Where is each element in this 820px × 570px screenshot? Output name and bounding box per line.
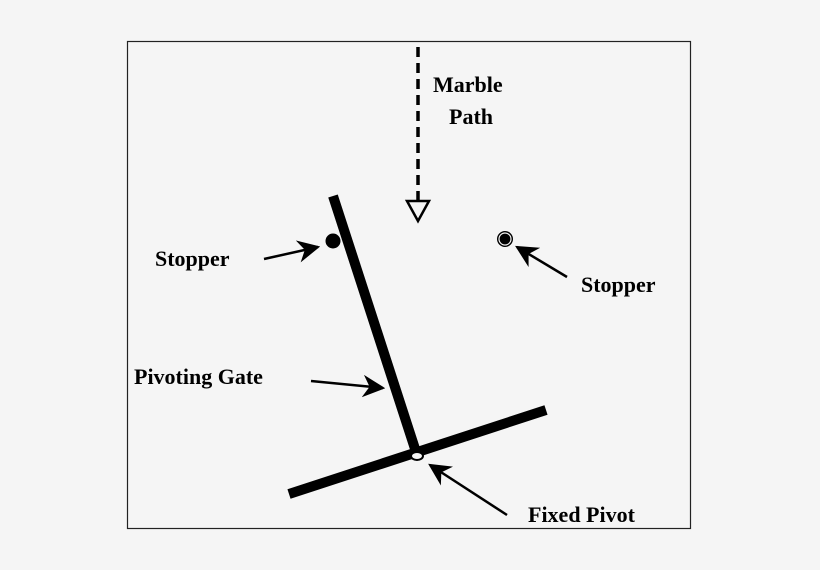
stopper-left-label: Stopper [155,246,230,271]
stopper-left-circle [325,233,341,249]
marble-path-arrowhead [404,199,432,224]
stopper-left-arrow [263,240,321,263]
fixed-pivot-arrow [428,463,508,517]
marble-path-label-line2: Path [449,104,493,129]
stopper-left-highlight [324,232,342,250]
marble-path-label-line1: Marble [433,72,503,97]
stopper-right-label: Stopper [581,272,656,297]
pivoting-gate-arrow [310,374,386,398]
diagram-frame [126,40,692,530]
stopper-right-arrow [515,245,568,279]
fixed-pivot-marker [410,451,424,461]
stopper-right-ring [498,232,512,246]
fixed-pivot-label: Fixed Pivot [528,502,636,527]
pivoting-gate-label: Pivoting Gate [134,364,263,389]
pivoting-gate-bar [328,194,422,457]
